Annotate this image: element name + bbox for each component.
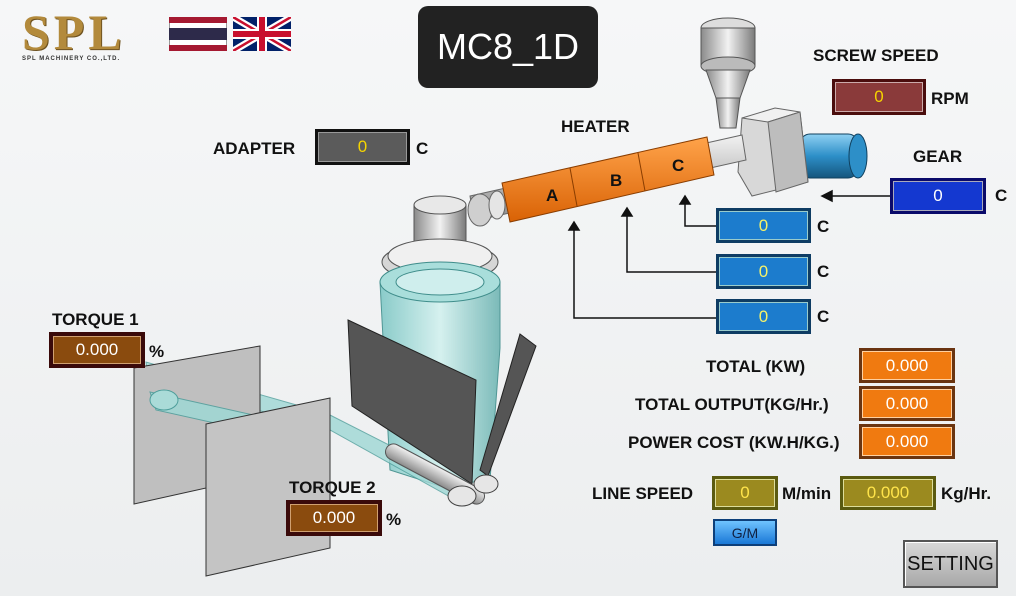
hopper — [700, 17, 756, 129]
heater-pointer-lines — [567, 189, 890, 319]
machine-title: MC8_1D — [418, 6, 598, 88]
power-cost-value: 0.000 — [862, 427, 952, 456]
total-output-display: 0.000 — [859, 386, 955, 421]
total-kw-label: TOTAL (KW) — [706, 357, 806, 376]
line-speed-value: 0 — [715, 479, 775, 507]
torque2-display: 0.000 — [286, 500, 382, 536]
setting-button[interactable]: SETTING — [903, 540, 998, 588]
screw-speed-value: 0 — [835, 82, 923, 112]
die-head — [347, 195, 537, 487]
heater-zone-a: A — [546, 186, 559, 205]
gear-value: 0 — [893, 181, 983, 211]
torque1-unit: % — [149, 342, 165, 361]
heater-zone-b-value: 0 — [719, 257, 808, 286]
gm-button[interactable]: G/M — [713, 519, 777, 546]
gear-unit: C — [995, 186, 1008, 205]
torque1-display: 0.000 — [49, 332, 145, 368]
heater-zone-c-display: 0 — [716, 208, 811, 243]
heater-zone-c-value: 0 — [719, 211, 808, 240]
heater-zone-c-unit: C — [817, 217, 830, 236]
motor — [737, 107, 868, 197]
logo-subtitle: SPL MACHINERY CO.,LTD. — [22, 56, 121, 62]
torque1-label: TORQUE 1 — [52, 310, 139, 329]
adapter-value: 0 — [318, 132, 407, 162]
total-kw-display: 0.000 — [859, 348, 955, 383]
heater-zone-a-unit: C — [817, 307, 830, 326]
torque2-unit: % — [386, 510, 402, 529]
heater-zone-a-value: 0 — [719, 302, 808, 331]
total-output-value: 0.000 — [862, 389, 952, 418]
torque2-label: TORQUE 2 — [289, 478, 376, 497]
line-output-unit: Kg/Hr. — [941, 484, 992, 503]
heater-zone-b: B — [610, 171, 623, 190]
heater-zone-b-unit: C — [817, 262, 830, 281]
torque1-value: 0.000 — [53, 336, 141, 364]
screw-speed-unit: RPM — [931, 89, 969, 108]
logo-text: SPL — [22, 4, 126, 60]
line-output-value: 0.000 — [843, 479, 933, 507]
adapter-label: ADAPTER — [213, 139, 296, 158]
total-kw-value: 0.000 — [862, 351, 952, 380]
heater-zone-b-display: 0 — [716, 254, 811, 289]
line-speed-display: 0 — [712, 476, 778, 510]
heater-zone-c: C — [672, 156, 685, 175]
gear-label: GEAR — [913, 147, 963, 166]
uk-flag-icon[interactable] — [233, 17, 291, 51]
gear-display: 0 — [890, 178, 986, 214]
screw-speed-label: SCREW SPEED — [813, 46, 939, 65]
line-speed-label: LINE SPEED — [592, 484, 694, 503]
power-cost-label: POWER COST (KW.H/KG.) — [628, 433, 840, 452]
heater-label: HEATER — [561, 117, 630, 136]
power-cost-display: 0.000 — [859, 424, 955, 459]
thai-flag-icon[interactable] — [169, 17, 227, 51]
torque2-value: 0.000 — [290, 504, 378, 532]
line-output-display: 0.000 — [840, 476, 936, 510]
screw-speed-display: 0 — [832, 79, 926, 115]
heater-zone-a-display: 0 — [716, 299, 811, 334]
line-speed-unit: M/min — [782, 484, 832, 503]
adapter-display: 0 — [315, 129, 410, 165]
adapter-unit: C — [416, 139, 429, 158]
winder — [133, 345, 331, 577]
total-output-label: TOTAL OUTPUT(KG/Hr.) — [635, 395, 829, 414]
spl-logo: SPL SPL MACHINERY CO.,LTD. — [22, 4, 152, 66]
heater-bands — [501, 136, 715, 223]
